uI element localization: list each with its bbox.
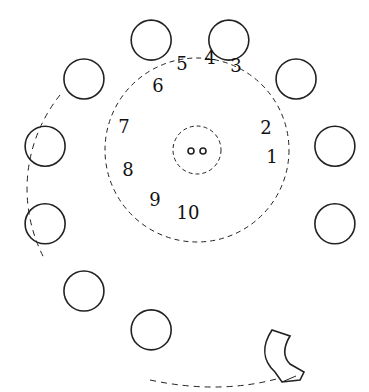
- finger-hole: [315, 204, 355, 244]
- dial-number: 6: [152, 77, 163, 95]
- dial-number: 1: [266, 148, 277, 166]
- finger-hole: [315, 126, 355, 166]
- dial-number: 9: [149, 191, 160, 209]
- number-ring: [105, 58, 289, 242]
- hub-dot: [200, 148, 206, 154]
- dial-number: 3: [230, 57, 241, 75]
- dial-number: 7: [118, 118, 129, 136]
- finger-hole: [25, 126, 65, 166]
- dial-number: 10: [177, 204, 200, 222]
- center-hub: [173, 126, 221, 174]
- finger-hole: [25, 204, 65, 244]
- hub-dot: [188, 148, 194, 154]
- finger-hole: [64, 59, 104, 99]
- dial-number: 8: [122, 161, 133, 179]
- finger-stop: [282, 376, 296, 382]
- dial-number: 4: [204, 49, 215, 67]
- outer-rim: [27, 95, 60, 260]
- dial-number: 5: [176, 55, 187, 73]
- finger-hole: [131, 20, 171, 60]
- dial-number: 2: [260, 119, 271, 137]
- finger-hole: [64, 271, 104, 311]
- finger-stop: [265, 330, 304, 382]
- finger-hole: [131, 310, 171, 350]
- finger-hole: [276, 59, 316, 99]
- outer-rim: [150, 378, 280, 387]
